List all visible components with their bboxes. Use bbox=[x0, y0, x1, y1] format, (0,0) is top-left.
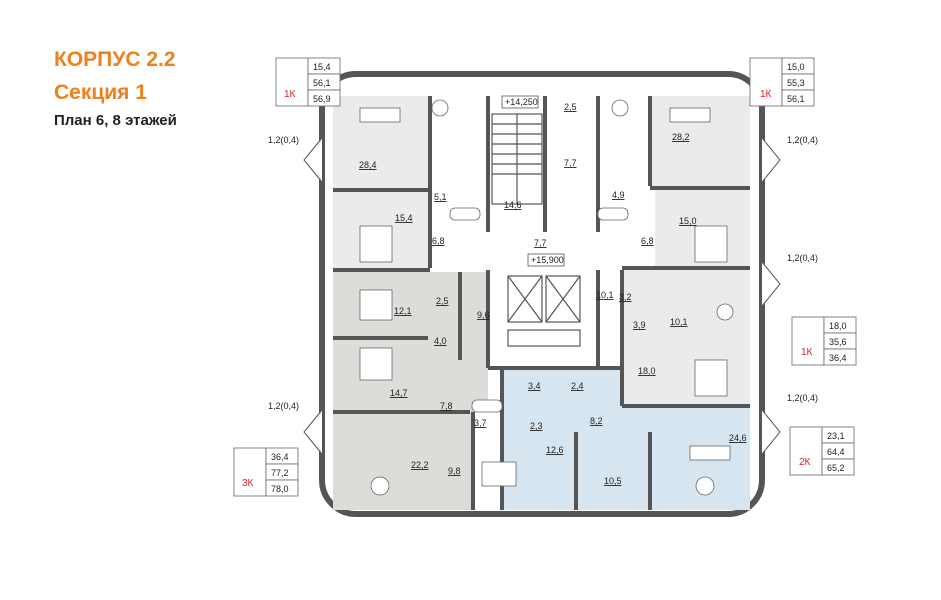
zone-apartment-4-upper bbox=[333, 272, 488, 412]
room-area: 6,8 bbox=[641, 236, 654, 246]
apartment-box-2: 1К 15,0 55,3 56,1 bbox=[749, 57, 815, 107]
room-area: 2,4 bbox=[571, 381, 584, 391]
floor-plan-title: План 6, 8 этажей bbox=[54, 112, 177, 129]
room-area: 4,0 bbox=[434, 336, 447, 346]
section-title: Секция 1 bbox=[54, 81, 147, 104]
bathtub-icon bbox=[449, 207, 481, 221]
zone-apartment-4-lower bbox=[333, 412, 473, 510]
interior-walls bbox=[333, 96, 750, 510]
apartment-box-1: 1К 15,4 56,1 56,9 bbox=[275, 57, 341, 107]
room-area: 9,8 bbox=[448, 466, 461, 476]
apartment-living-area: 23,1 bbox=[827, 431, 845, 441]
room-area: 8,2 bbox=[590, 416, 603, 426]
bed-icon bbox=[694, 225, 728, 263]
bed-icon bbox=[359, 225, 393, 263]
apartment-living-area: 15,4 bbox=[313, 62, 331, 72]
room-area: 10,5 bbox=[604, 476, 622, 486]
apartment-living-area: 36,4 bbox=[271, 452, 289, 462]
apartment-living-area: 15,0 bbox=[787, 62, 805, 72]
room-area: 2,5 bbox=[436, 296, 449, 306]
room-area: 28,4 bbox=[359, 160, 377, 170]
zone-apartment-3 bbox=[622, 270, 750, 406]
bed-icon bbox=[359, 289, 393, 321]
bathtub-icon bbox=[597, 207, 629, 221]
bed-icon bbox=[359, 347, 393, 381]
dining-table-icon bbox=[611, 99, 629, 117]
sofa-icon bbox=[669, 107, 711, 123]
apartment-box-3: 1К 18,0 35,6 36,4 bbox=[791, 316, 857, 366]
room-area: 2,5 bbox=[564, 102, 577, 112]
apartment-total-area: 56,1 bbox=[313, 78, 331, 88]
balcony-label: 1,2(0,4) bbox=[787, 135, 818, 145]
stair-core bbox=[491, 113, 543, 205]
room-area: 24,6 bbox=[729, 433, 747, 443]
apartment-area-with-balcony: 65,2 bbox=[827, 463, 845, 473]
apartment-box-4: 3К 36,4 77,2 78,0 bbox=[233, 447, 299, 497]
room-area: 4,9 bbox=[612, 190, 625, 200]
apartment-area-with-balcony: 56,9 bbox=[313, 94, 331, 104]
building-title: КОРПУС 2.2 bbox=[54, 48, 176, 71]
dining-table-icon bbox=[431, 99, 449, 117]
elevator-shafts bbox=[507, 275, 581, 347]
apartment-area-with-balcony: 78,0 bbox=[271, 484, 289, 494]
dining-table-icon bbox=[716, 303, 734, 321]
sofa-icon bbox=[689, 445, 731, 461]
apartment-total-area: 35,6 bbox=[829, 337, 847, 347]
room-area: 7,8 bbox=[440, 401, 453, 411]
apartment-area-with-balcony: 56,1 bbox=[787, 94, 805, 104]
room-area: 15,4 bbox=[395, 213, 413, 223]
apartment-area-with-balcony: 36,4 bbox=[829, 353, 847, 363]
apartment-living-area: 18,0 bbox=[829, 321, 847, 331]
apartment-type: 2К bbox=[799, 457, 811, 468]
room-area: 7,7 bbox=[564, 158, 577, 168]
room-area: 3,9 bbox=[633, 320, 646, 330]
room-area: 3,7 bbox=[474, 418, 487, 428]
sofa-icon bbox=[359, 107, 401, 123]
bed-icon bbox=[694, 359, 728, 397]
apartment-total-area: 64,4 bbox=[827, 447, 845, 457]
apartment-type: 1К bbox=[801, 347, 813, 358]
room-area: 9,6 bbox=[477, 310, 490, 320]
apartment-box-5: 2К 23,1 64,4 65,2 bbox=[789, 426, 855, 476]
room-area: 3,4 bbox=[528, 381, 541, 391]
dining-table-icon bbox=[695, 476, 715, 496]
room-area: 12,1 bbox=[394, 306, 412, 316]
zone-apartment-5-left bbox=[502, 370, 622, 510]
balconies bbox=[303, 137, 781, 455]
zone-apartment-5-right bbox=[622, 408, 750, 510]
room-area: 14,6 bbox=[504, 200, 522, 210]
bathtub-icon bbox=[471, 399, 503, 413]
room-area: 7,7 bbox=[534, 238, 547, 248]
room-area: 12,6 bbox=[546, 445, 564, 455]
apartment-total-area: 55,3 bbox=[787, 78, 805, 88]
room-areas: 28,4 5,1 14,6 2,5 7,7 4,9 28,2 15,4 6,8 … bbox=[359, 102, 747, 486]
room-area: 15,0 bbox=[679, 216, 697, 226]
elevation-marks: +14,250 +15,900 bbox=[501, 95, 565, 267]
room-area: 22,2 bbox=[411, 460, 429, 470]
elevation-mark: +14,250 bbox=[505, 97, 538, 107]
apartment-type: 1К bbox=[284, 89, 296, 100]
room-area: 14,7 bbox=[390, 388, 408, 398]
room-area: 10,1 bbox=[670, 317, 688, 327]
room-area: 18,0 bbox=[638, 366, 656, 376]
room-area: 28,2 bbox=[672, 132, 690, 142]
balcony-labels: 1,2(0,4) 1,2(0,4) 1,2(0,4) 1,2(0,4) 1,2(… bbox=[268, 135, 818, 411]
room-area: 6,8 bbox=[432, 236, 445, 246]
balcony-label: 1,2(0,4) bbox=[787, 393, 818, 403]
dining-table-icon bbox=[370, 476, 390, 496]
balcony-label: 1,2(0,4) bbox=[268, 401, 299, 411]
room-area: 10,1 bbox=[596, 290, 614, 300]
room-area: 2,3 bbox=[530, 421, 543, 431]
furniture bbox=[359, 99, 734, 496]
room-area: 3,2 bbox=[619, 292, 632, 302]
balcony-label: 1,2(0,4) bbox=[787, 253, 818, 263]
balcony-label: 1,2(0,4) bbox=[268, 135, 299, 145]
room-area: 5,1 bbox=[434, 192, 447, 202]
apartment-type: 1К bbox=[760, 89, 772, 100]
elevation-mark: +15,900 bbox=[531, 255, 564, 265]
apartment-total-area: 77,2 bbox=[271, 468, 289, 478]
apartment-type: 3К bbox=[242, 478, 254, 489]
bed-icon bbox=[481, 461, 517, 487]
